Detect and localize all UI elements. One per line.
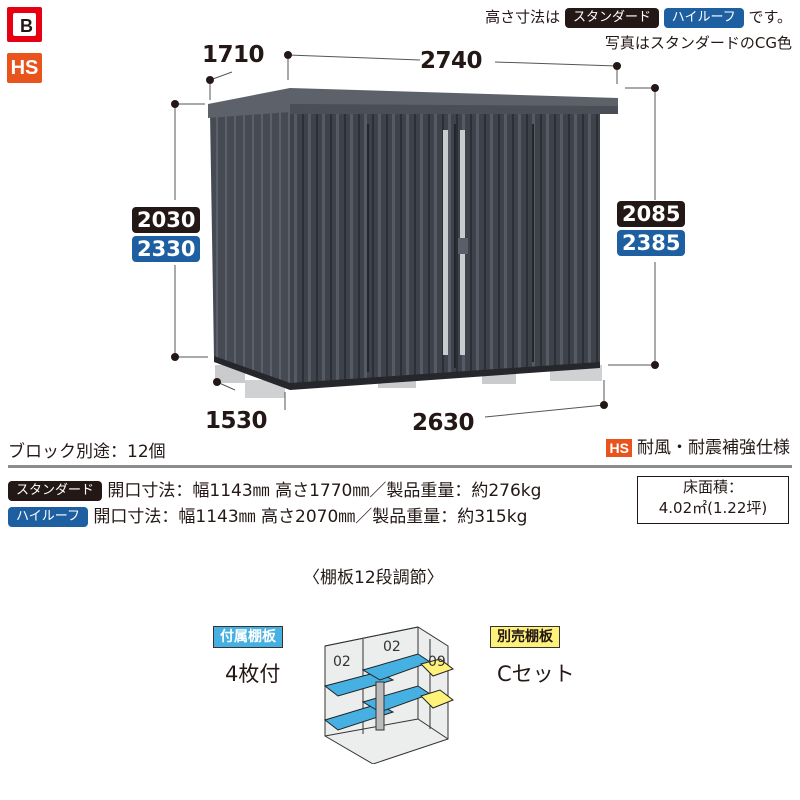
included-shelf-badge-label: 付属棚板 xyxy=(213,626,283,648)
spec-row-highroof: ハイルーフ 開口寸法：幅1143㎜ 高さ2070㎜／製品重量：約315kg xyxy=(8,502,527,527)
spec-standard-tag: スタンダード xyxy=(8,481,103,501)
dim-top-width: 2740 xyxy=(420,48,483,74)
brand-logo-letter: B xyxy=(20,16,33,36)
hs-logo: HS xyxy=(7,53,42,83)
height-note-suffix: です。 xyxy=(748,8,792,26)
height-note-prefix: 高さ寸法は xyxy=(485,8,561,26)
hs-feature-label: 耐風・耐震補強仕様 xyxy=(637,438,790,458)
included-shelf-badge: 付属棚板 xyxy=(213,626,283,648)
dim-right-height-standard: 2085 xyxy=(617,201,686,227)
dim-left-height-highroof: 2330 xyxy=(132,236,201,262)
optional-shelf-value: Cセット xyxy=(497,662,575,686)
optional-shelf-badge: 別売棚板 xyxy=(490,626,560,648)
dim-right-height-highroof: 2385 xyxy=(617,230,686,256)
spec-row-standard: スタンダード 開口寸法：幅1143㎜ 高さ1770㎜／製品重量：約276kg xyxy=(8,476,541,501)
floor-area-value: 4.02㎡(1.22坪) xyxy=(658,499,768,517)
shelf-label-2: 02 xyxy=(383,639,401,655)
shelf-label-3: 09 xyxy=(428,654,446,670)
photo-note: 写真はスタンダードのCG色 xyxy=(604,34,792,52)
dim-bottom-depth: 1530 xyxy=(205,408,268,434)
included-shelf-value: 4枚付 xyxy=(225,662,281,686)
shed-illustration xyxy=(171,51,659,418)
dim-top-depth: 1710 xyxy=(202,42,265,68)
hs-feature: HS 耐風・耐震補強仕様 xyxy=(606,433,790,458)
shelf-title: 〈棚板12段調節〉 xyxy=(303,568,444,588)
highroof-tag: ハイルーフ xyxy=(663,7,744,28)
optional-shelf-badge-label: 別売棚板 xyxy=(490,626,560,648)
standard-tag: スタンダード xyxy=(564,7,659,28)
divider xyxy=(8,465,792,468)
floor-area-label: 床面積： xyxy=(682,478,743,496)
shelf-diagram: 02 02 09 xyxy=(323,626,455,764)
spec-standard-text: 開口寸法：幅1143㎜ 高さ1770㎜／製品重量：約276kg xyxy=(107,481,542,501)
spec-highroof-text: 開口寸法：幅1143㎜ 高さ2070㎜／製品重量：約315kg xyxy=(93,507,528,527)
height-note: 高さ寸法は スタンダード ハイルーフ です。 xyxy=(485,6,792,28)
brand-logo: B xyxy=(7,7,42,42)
dim-bottom-width: 2630 xyxy=(412,410,475,436)
dim-left-height-standard: 2030 xyxy=(132,207,201,233)
shelf-label-1: 02 xyxy=(333,654,351,670)
spec-highroof-tag: ハイルーフ xyxy=(8,507,88,527)
floor-area-box: 床面積： 4.02㎡(1.22坪) xyxy=(637,476,789,524)
hs-feature-badge: HS xyxy=(606,439,632,457)
block-note: ブロック別途：12個 xyxy=(8,442,166,462)
